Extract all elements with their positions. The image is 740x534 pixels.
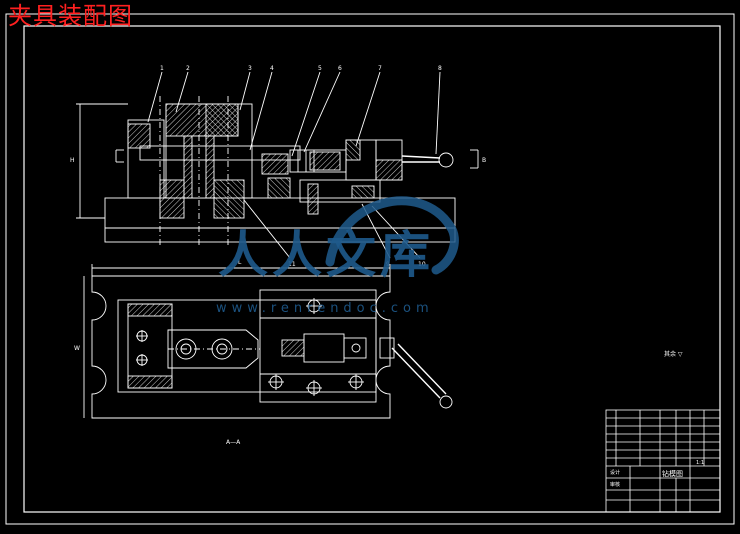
drawing-name: 钻模图 [662,469,683,478]
view-label: A—A [226,439,241,446]
title-block-text: 钻模图 1:1 设计 审核 [610,460,704,488]
dimension-label-width: L [238,259,242,266]
dimension-label-height: H [70,157,75,164]
fixed-jaw [127,303,173,389]
watermark: 人人文库 www.renrendoc.com [216,196,459,316]
watermark-brand: 人人文库 [218,226,434,284]
part-label-5: 5 [318,65,322,72]
checker-label: 审核 [610,481,620,488]
plan-handle [391,347,441,399]
watermark-swoosh-icon [325,196,459,275]
section-view [76,71,479,259]
part-label-11: 11 [288,261,296,268]
watermark-url: www.renrendoc.com [216,301,434,316]
drawing-frame [5,13,735,525]
part-label-4: 4 [270,65,274,72]
slider-plate [259,289,377,403]
drawing-title: 夹具装配图 [8,2,133,30]
left-body [127,119,165,199]
title-block [605,409,721,513]
part-label-3: 3 [248,65,252,72]
part-labels: 1 2 3 4 5 6 7 8 9 10 11 H B [70,65,486,268]
part-label-7: 7 [378,65,382,72]
designer-label: 设计 [610,469,620,476]
plan-outline [91,275,391,419]
part-label-2: 2 [186,65,190,72]
dimension-label-plan-height: W [74,345,80,352]
drawing-scale: 1:1 [696,460,704,466]
workpiece [167,329,259,369]
handle-knob [438,152,454,168]
plan-labels: A—A L W 其余 ▽ [74,259,683,446]
plan-view [83,264,453,419]
part-label-1: 1 [160,65,164,72]
handle-rod [401,155,441,159]
roughness-note: 其余 ▽ [664,350,683,358]
clamp-nut [261,153,289,175]
part-label-8: 8 [438,65,442,72]
part-label-6: 6 [338,65,342,72]
part-label-9: 9 [386,261,390,268]
part-label-10: 10 [418,261,426,268]
dimension-label-right: B [482,157,486,164]
